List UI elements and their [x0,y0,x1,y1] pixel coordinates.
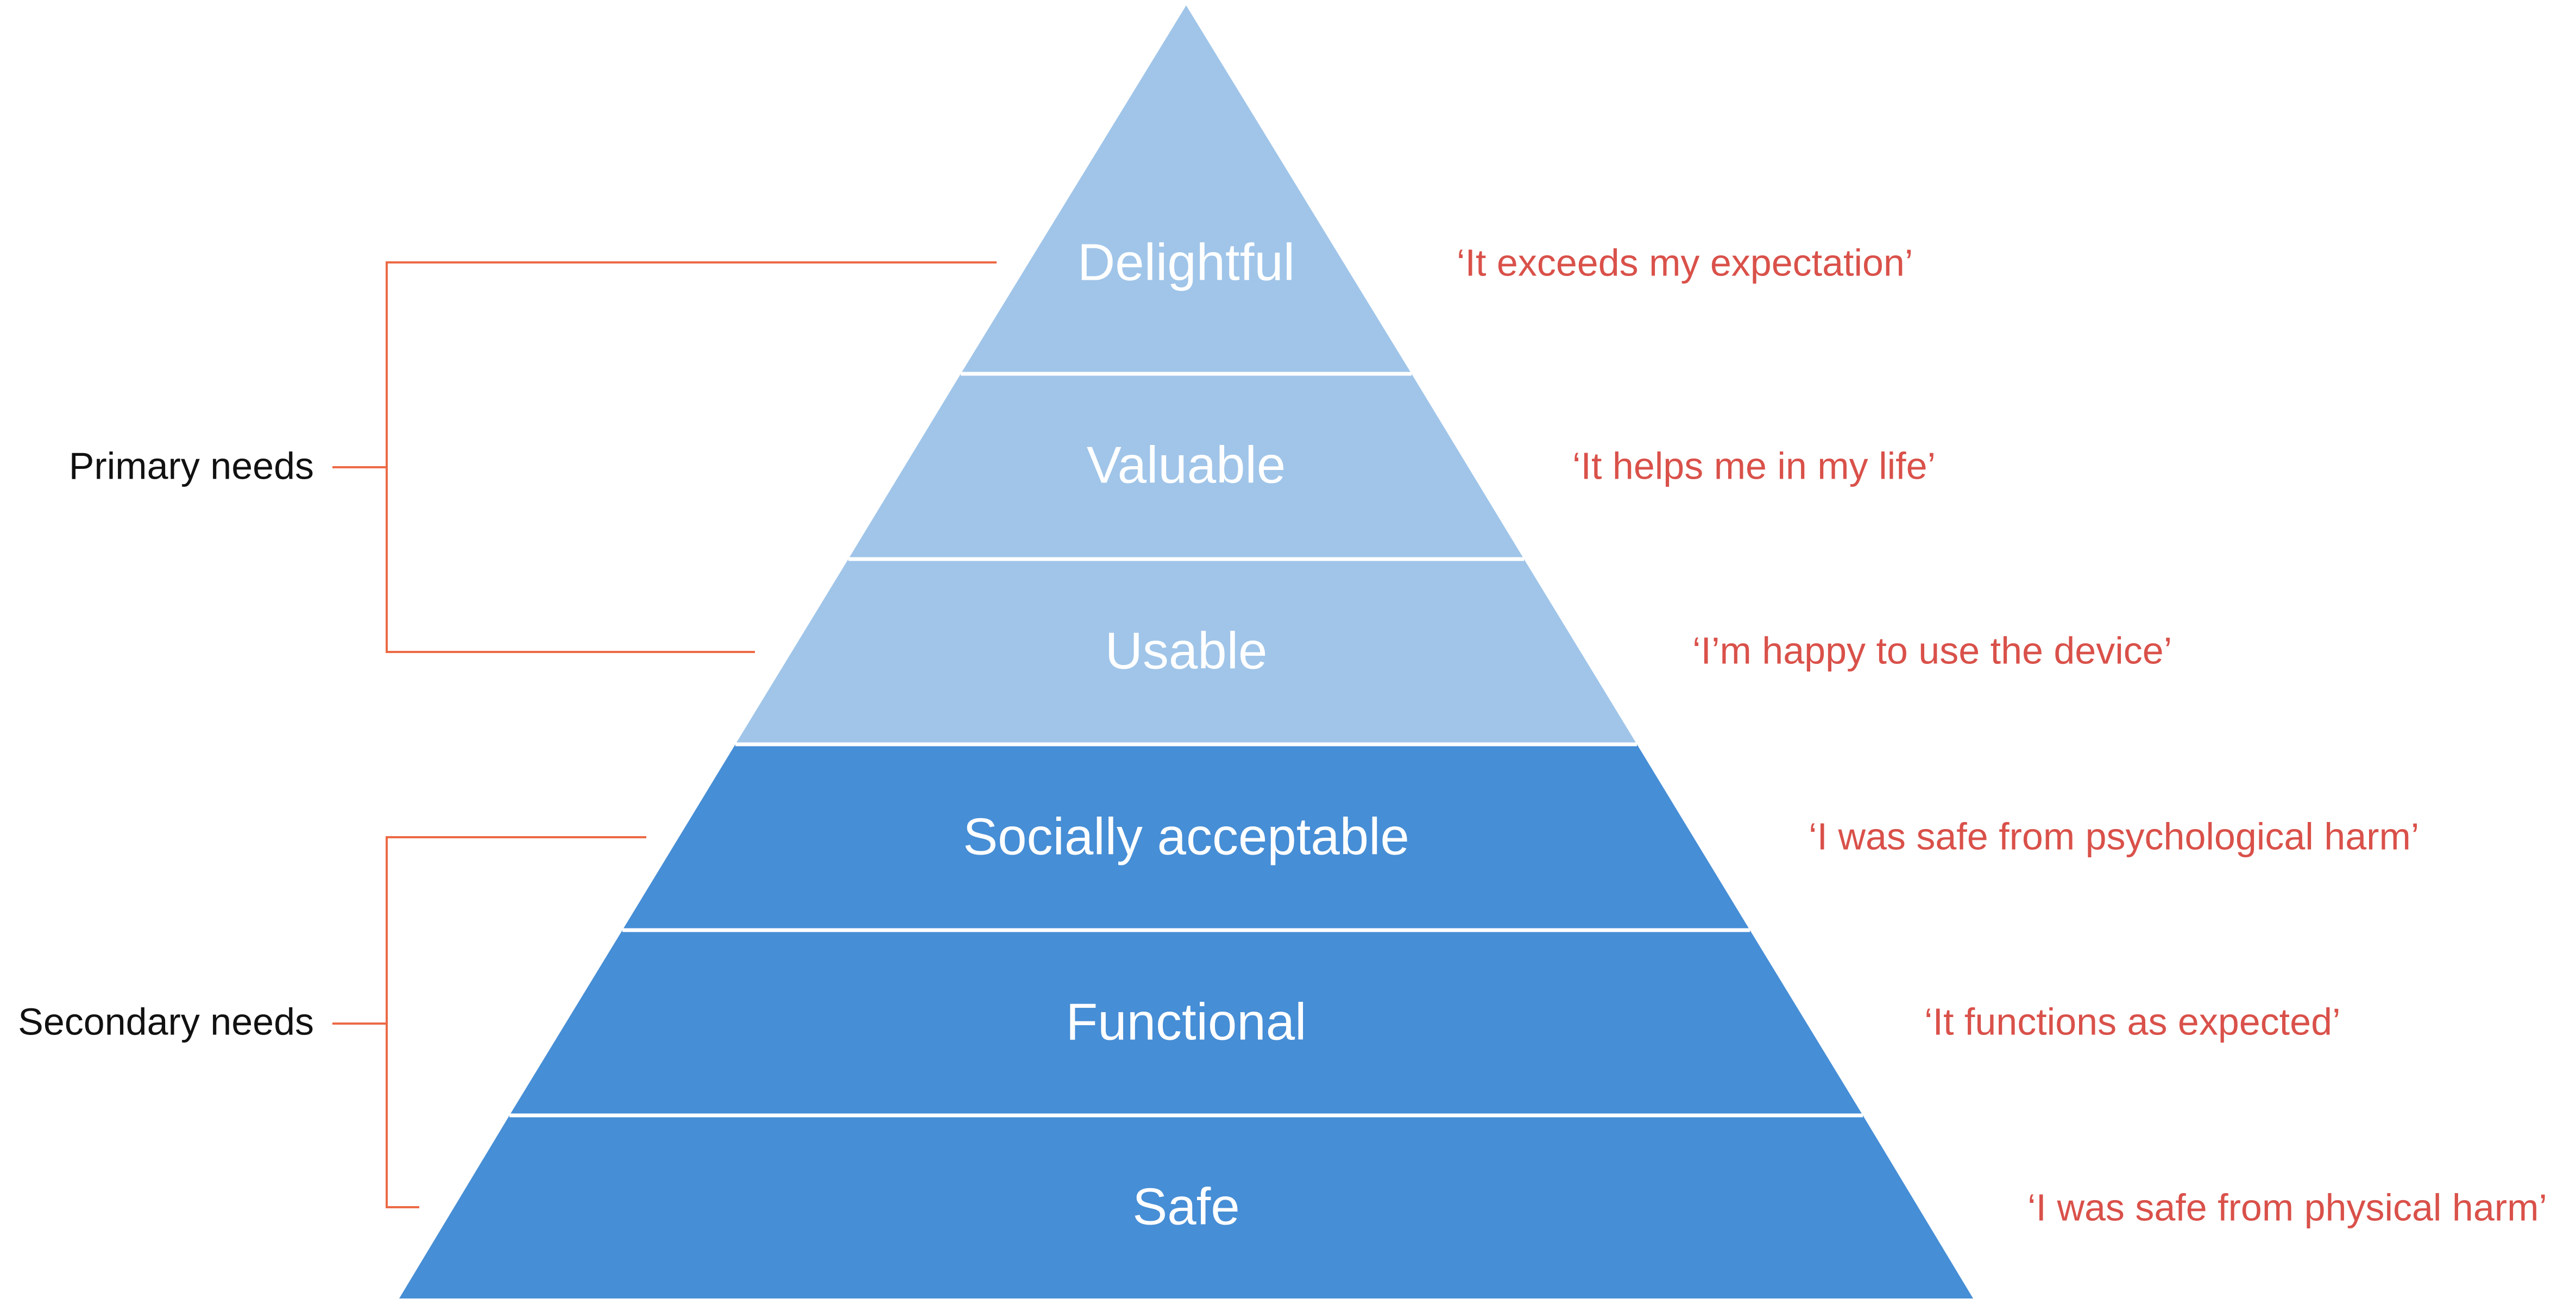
quote-delightful: ‘It exceeds my expectation’ [1457,241,1913,284]
secondary-needs-label: Secondary needs [18,1000,314,1043]
pyramid-tier-valuable [848,374,1524,559]
quote-socially-acceptable: ‘I was safe from psychological harm’ [1809,815,2419,857]
pyramid-tier-safe [399,1115,1973,1298]
quote-usable: ‘I’m happy to use the device’ [1692,629,2172,672]
tier-label-functional: Functional [1066,993,1307,1051]
quote-safe: ‘I was safe from physical harm’ [2027,1186,2547,1228]
tier-label-usable: Usable [1105,622,1268,680]
pyramid-tier-delightful [961,5,1412,374]
tier-label-safe: Safe [1132,1177,1239,1235]
quote-functional: ‘It functions as expected’ [1924,1000,2341,1043]
pyramid-tier-functional [509,930,1863,1115]
tier-label-socially-acceptable: Socially acceptable [963,807,1409,865]
secondary-needs-bracket [332,836,646,1208]
tier-label-valuable: Valuable [1087,436,1286,494]
primary-needs-label: Primary needs [69,444,314,487]
pyramid-tier-usable [735,559,1637,744]
pyramid-tier-socially-acceptable [622,744,1750,930]
quote-valuable: ‘It helps me in my life’ [1572,444,1936,487]
tier-label-delightful: Delightful [1078,233,1295,291]
primary-needs-bracket [332,261,997,653]
